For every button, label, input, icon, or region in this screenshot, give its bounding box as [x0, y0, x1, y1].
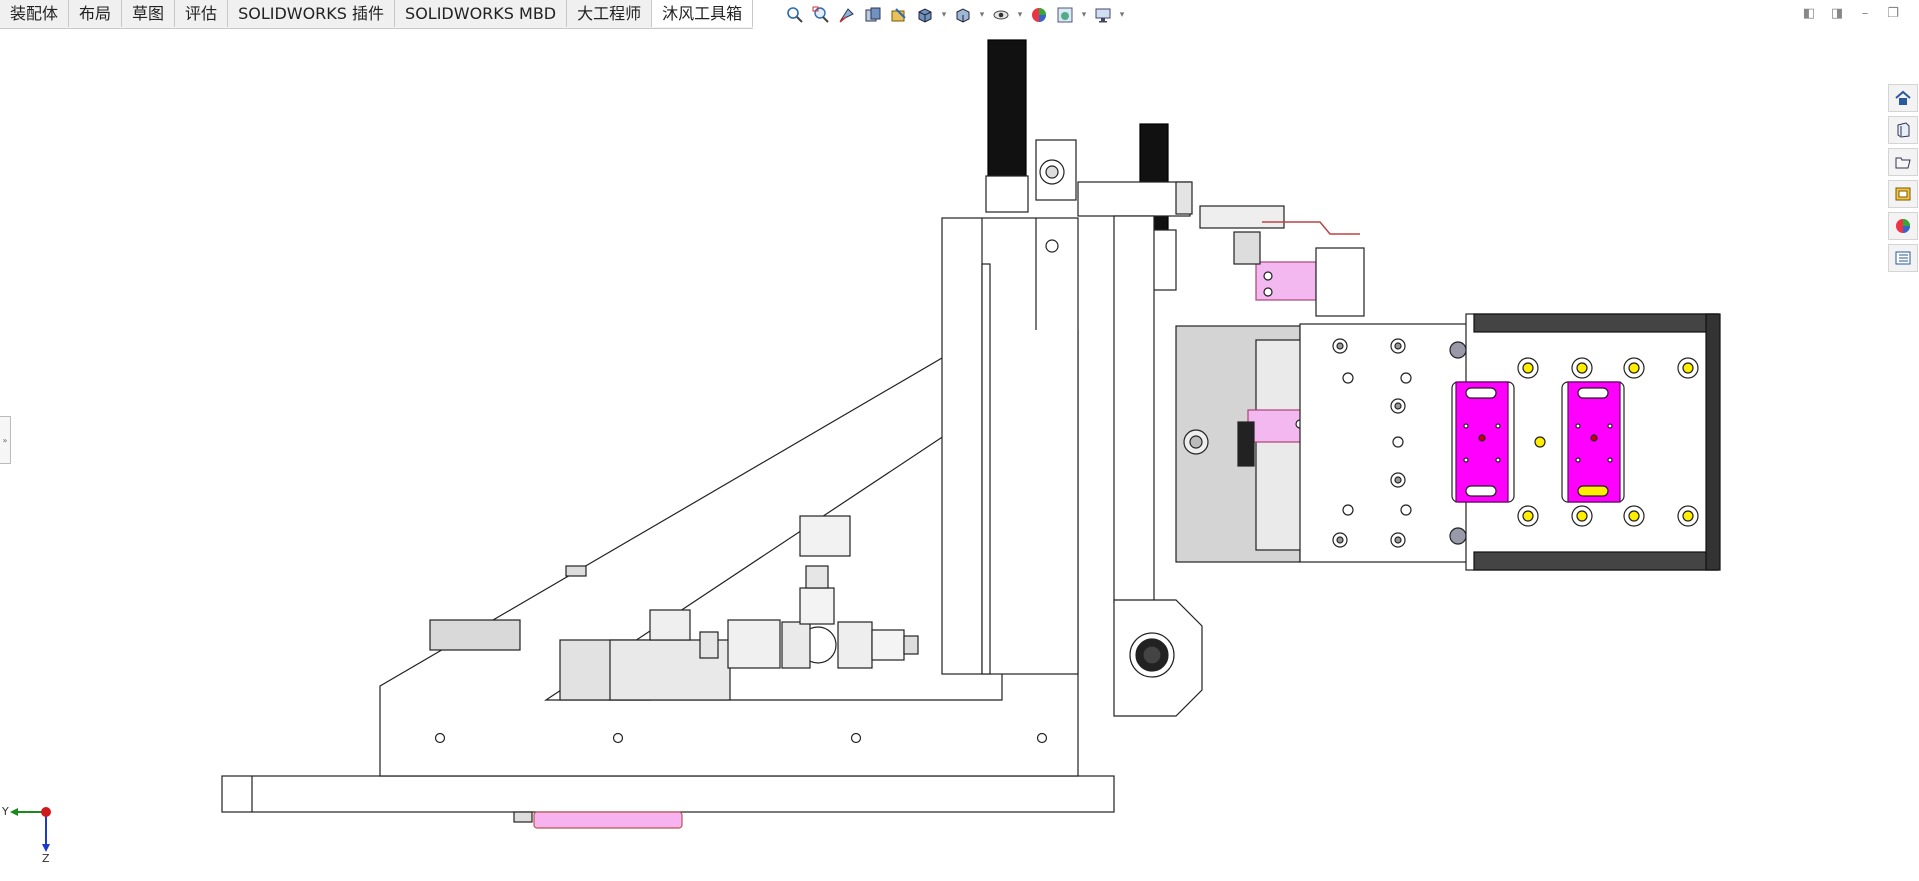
yellow-screws	[1517, 357, 1699, 527]
tile-left-icon[interactable]: ◧	[1802, 6, 1816, 21]
dynamic-annotation-icon[interactable]	[888, 4, 910, 26]
base-plate[interactable]	[221, 775, 1115, 813]
triad-y-label: Y	[1, 805, 9, 818]
hide-show-dropdown-icon[interactable]: ▾	[1017, 10, 1023, 20]
restore-icon[interactable]: ❐	[1887, 6, 1899, 21]
vertical-plate[interactable]	[1113, 215, 1155, 603]
pneumatic-fittings[interactable]	[559, 515, 919, 701]
rear-block	[429, 619, 521, 651]
appearances-icon[interactable]	[1888, 212, 1918, 240]
file-explorer-icon[interactable]	[1888, 148, 1918, 176]
vertical-column[interactable]	[941, 217, 1079, 675]
window-controls: ◧ ◨ – ❐	[1801, 6, 1901, 22]
gripper-plate[interactable]	[1299, 313, 1721, 571]
pink-sensor-bracket[interactable]	[1199, 205, 1365, 317]
tab-solidworks-addins[interactable]: SOLIDWORKS 插件	[228, 0, 396, 27]
tab-solidworks-mbd[interactable]: SOLIDWORKS MBD	[395, 0, 568, 27]
triad-z-label: Z	[42, 852, 50, 865]
coordinate-triad	[10, 807, 51, 852]
display-style-icon[interactable]	[952, 4, 974, 26]
tile-right-icon[interactable]: ◨	[1830, 6, 1844, 21]
apply-scene-icon[interactable]	[1054, 4, 1076, 26]
view-orientation-icon[interactable]	[914, 4, 936, 26]
tab-evaluate[interactable]: 评估	[175, 0, 229, 27]
lower-boss[interactable]	[1113, 599, 1203, 717]
view-orientation-dropdown-icon[interactable]: ▾	[941, 10, 947, 20]
view-palette-icon[interactable]	[1888, 180, 1918, 208]
pink-foot-part[interactable]	[533, 811, 683, 829]
task-pane	[1888, 84, 1918, 272]
black-rod-left[interactable]	[985, 39, 1029, 213]
edit-appearance-icon[interactable]	[1028, 4, 1050, 26]
tab-sketch[interactable]: 草图	[122, 0, 176, 27]
tab-assembly[interactable]: 装配体	[0, 0, 70, 27]
top-fitting[interactable]	[1035, 139, 1077, 253]
apply-scene-dropdown-icon[interactable]: ▾	[1081, 10, 1087, 20]
feature-manager-toggle[interactable]: »	[0, 416, 11, 464]
command-manager-tabs: 装配体 布局 草图 评估 SOLIDWORKS 插件 SOLIDWORKS MB…	[0, 0, 754, 29]
magenta-finger-left[interactable]	[1451, 381, 1515, 503]
custom-properties-icon[interactable]	[1888, 244, 1918, 272]
section-view-icon[interactable]	[862, 4, 884, 26]
view-settings-icon[interactable]	[1092, 4, 1114, 26]
graphics-area[interactable]: Y Z	[0, 30, 1880, 881]
previous-view-icon[interactable]	[836, 4, 858, 26]
upper-bracket[interactable]	[1077, 181, 1193, 217]
magenta-finger-right[interactable]	[1561, 381, 1625, 503]
plate-holes	[1332, 338, 1467, 548]
view-settings-dropdown-icon[interactable]: ▾	[1119, 10, 1125, 20]
minimize-icon[interactable]: –	[1861, 6, 1869, 21]
heads-up-view-toolbar: ▾ ▾ ▾ ▾ ▾	[784, 4, 1126, 26]
tab-layout[interactable]: 布局	[69, 0, 123, 27]
zoom-to-area-icon[interactable]	[810, 4, 832, 26]
zoom-to-fit-icon[interactable]	[784, 4, 806, 26]
tab-engineer[interactable]: 大工程师	[567, 0, 653, 27]
display-style-dropdown-icon[interactable]: ▾	[979, 10, 985, 20]
home-icon[interactable]	[1888, 84, 1918, 112]
tab-mufeng-toolbox[interactable]: 沐风工具箱	[652, 0, 754, 27]
design-library-icon[interactable]	[1888, 116, 1918, 144]
hide-show-items-icon[interactable]	[990, 4, 1012, 26]
